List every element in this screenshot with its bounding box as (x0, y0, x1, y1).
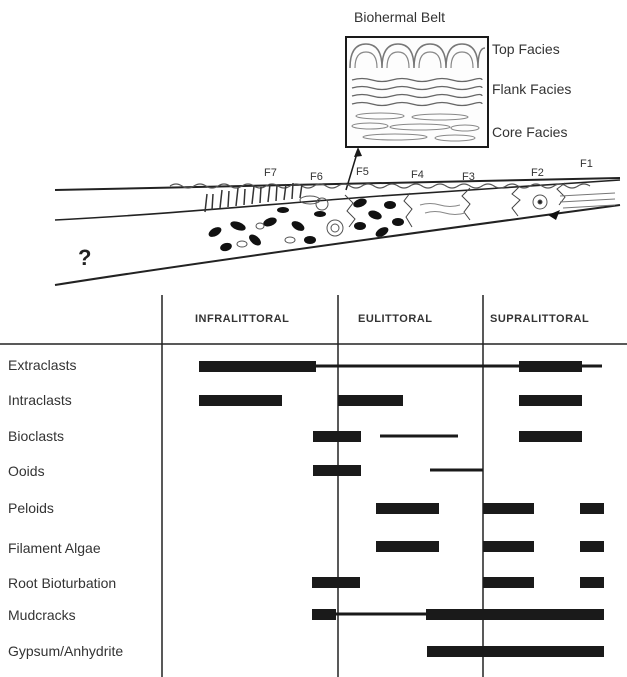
row-label-extraclasts: Extraclasts (8, 357, 76, 373)
bar-intraclasts-major-3 (519, 395, 582, 406)
facies-label-f1: F1 (580, 158, 593, 170)
row-label-filament-algae: Filament Algae (8, 540, 101, 556)
bar-filament-algae-major-3 (580, 541, 604, 552)
row-label-ooids: Ooids (8, 463, 45, 479)
bar-peloids-major-1 (376, 503, 439, 514)
inset-biohermal-belt: Biohermal Belt Top Facies Flank Facies C… (345, 9, 571, 191)
distribution-table: INFRALITTORAL EULITTORAL SUPRALITTORAL E… (0, 295, 627, 677)
row-label-gypsum-anhydrite: Gypsum/Anhydrite (8, 643, 123, 659)
facies-label-f3: F3 (462, 171, 475, 183)
zone-supralittoral: SUPRALITTORAL (490, 313, 589, 325)
row-label-peloids: Peloids (8, 500, 54, 516)
bar-root-bioturbation-major-1 (312, 577, 360, 588)
bar-peloids-major-2 (483, 503, 534, 514)
bar-intraclasts-major-1 (199, 395, 282, 406)
bar-mudcracks-major-2 (426, 609, 604, 620)
facies-label-f7: F7 (264, 167, 277, 179)
bar-bioclasts-major-1 (313, 431, 361, 442)
bar-extraclasts-major-1 (199, 361, 316, 372)
inset-facies-top: Top Facies (492, 41, 560, 57)
inset-facies-flank: Flank Facies (492, 81, 571, 97)
inset-title: Biohermal Belt (354, 9, 445, 25)
bar-mudcracks-major-1 (312, 609, 336, 620)
facies-label-f2: F2 (531, 167, 544, 179)
row-label-mudcracks: Mudcracks (8, 607, 76, 623)
zone-infralittoral: INFRALITTORAL (195, 313, 289, 325)
facies-label-f4: F4 (411, 169, 424, 181)
bar-peloids-major-3 (580, 503, 604, 514)
unknown-marker: ? (78, 245, 91, 270)
bar-gypsum-anhydrite-major (427, 646, 604, 657)
bar-intraclasts-major-2 (338, 395, 403, 406)
bar-ooids-major (313, 465, 361, 476)
bar-extraclasts-major-2 (519, 361, 582, 372)
zone-eulittoral: EULITTORAL (358, 313, 432, 325)
bar-root-bioturbation-major-2 (483, 577, 534, 588)
facies-label-f6: F6 (310, 171, 323, 183)
row-label-root-bioturbation: Root Bioturbation (8, 575, 116, 591)
bar-filament-algae-major-2 (483, 541, 534, 552)
bar-filament-algae-major-1 (376, 541, 439, 552)
row-label-intraclasts: Intraclasts (8, 392, 72, 408)
bar-bioclasts-major-2 (519, 431, 582, 442)
row-label-bioclasts: Bioclasts (8, 428, 64, 444)
bar-root-bioturbation-major-3 (580, 577, 604, 588)
cross-section: F7 F6 F5 F4 F3 F2 F1 ? (54, 158, 621, 286)
facies-label-f5: F5 (356, 166, 369, 178)
inset-facies-core: Core Facies (492, 124, 567, 140)
